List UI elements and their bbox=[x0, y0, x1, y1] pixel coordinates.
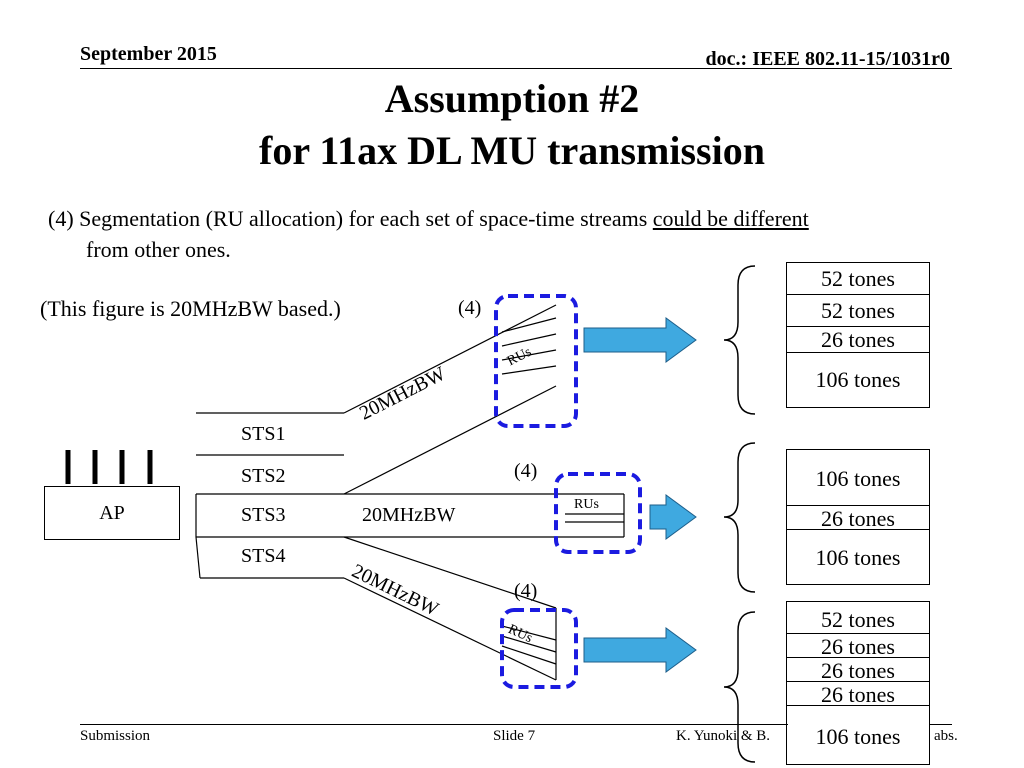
header-date: September 2015 bbox=[80, 43, 217, 65]
tone-cell: 52 tones bbox=[787, 602, 929, 634]
footer-authors-tail: abs. bbox=[934, 728, 958, 744]
tone-group-1: 52 tones 52 tones 26 tones 106 tones bbox=[786, 262, 930, 408]
ap-box: AP bbox=[44, 486, 180, 540]
upper-band bbox=[196, 304, 557, 495]
antenna-icon bbox=[65, 450, 153, 484]
sts-label-2: STS2 bbox=[241, 465, 286, 487]
middle-band bbox=[195, 493, 625, 538]
sts-label-3: STS3 bbox=[241, 504, 286, 526]
tone-cell: 26 tones bbox=[787, 658, 929, 683]
ru-box-lower bbox=[500, 608, 578, 689]
tone-cell: 26 tones bbox=[787, 634, 929, 659]
tone-cell: 106 tones bbox=[815, 545, 901, 570]
brace-icon bbox=[723, 265, 756, 763]
tone-cell: 26 tones bbox=[787, 506, 929, 531]
lower-band bbox=[195, 536, 557, 681]
statement-line2: from other ones. bbox=[86, 237, 231, 262]
statement-line1: (4) Segmentation (RU allocation) for eac… bbox=[48, 206, 978, 232]
footer-rule-tail bbox=[930, 724, 952, 725]
footer-slide-number: Slide 7 bbox=[493, 728, 536, 744]
slide-title-line1: Assumption #2 bbox=[384, 76, 640, 121]
ru-box-upper bbox=[494, 294, 578, 428]
tone-cell: 52 tones bbox=[787, 263, 929, 295]
ru-label-middle: RUs bbox=[574, 497, 599, 512]
sts-label-1: STS1 bbox=[241, 423, 286, 445]
tone-group-2: 106 tones 26 tones 106 tones bbox=[786, 449, 930, 585]
figure-note: (This figure is 20MHzBW based.) bbox=[40, 296, 341, 321]
ru-box-middle bbox=[554, 472, 642, 554]
header-doc-id: doc.: IEEE 802.11-15/1031r0 bbox=[705, 48, 950, 70]
slide-title-line2: for 11ax DL MU transmission bbox=[259, 128, 765, 173]
header-rule bbox=[80, 68, 952, 69]
arrow-icon bbox=[583, 317, 697, 673]
ru-dashed-boxes bbox=[494, 294, 642, 689]
segment-marker-lower: (4) bbox=[514, 580, 538, 602]
tone-cell: 106 tones bbox=[815, 367, 901, 392]
footer-rule bbox=[80, 724, 788, 725]
tone-cell: 52 tones bbox=[787, 295, 929, 327]
segment-marker-upper: (4) bbox=[458, 297, 482, 319]
tone-group-3: 52 tones 26 tones 26 tones 26 tones 106 … bbox=[786, 601, 930, 765]
tone-cell: 26 tones bbox=[787, 682, 929, 707]
segment-marker-middle: (4) bbox=[514, 460, 538, 482]
statement-underlined: could be different bbox=[652, 206, 809, 231]
tone-cell: 106 tones bbox=[815, 724, 901, 749]
sts-label-4: STS4 bbox=[241, 545, 286, 567]
footer-authors: K. Yunoki & B. bbox=[676, 728, 771, 744]
footer-submission: Submission bbox=[80, 728, 151, 744]
statement-prefix: (4) Segmentation (RU allocation) for eac… bbox=[48, 206, 653, 231]
bw-label-middle: 20MHzBW bbox=[362, 504, 456, 526]
tone-cell: 106 tones bbox=[787, 450, 929, 506]
ap-label: AP bbox=[99, 502, 125, 524]
tone-cell: 26 tones bbox=[787, 327, 929, 353]
